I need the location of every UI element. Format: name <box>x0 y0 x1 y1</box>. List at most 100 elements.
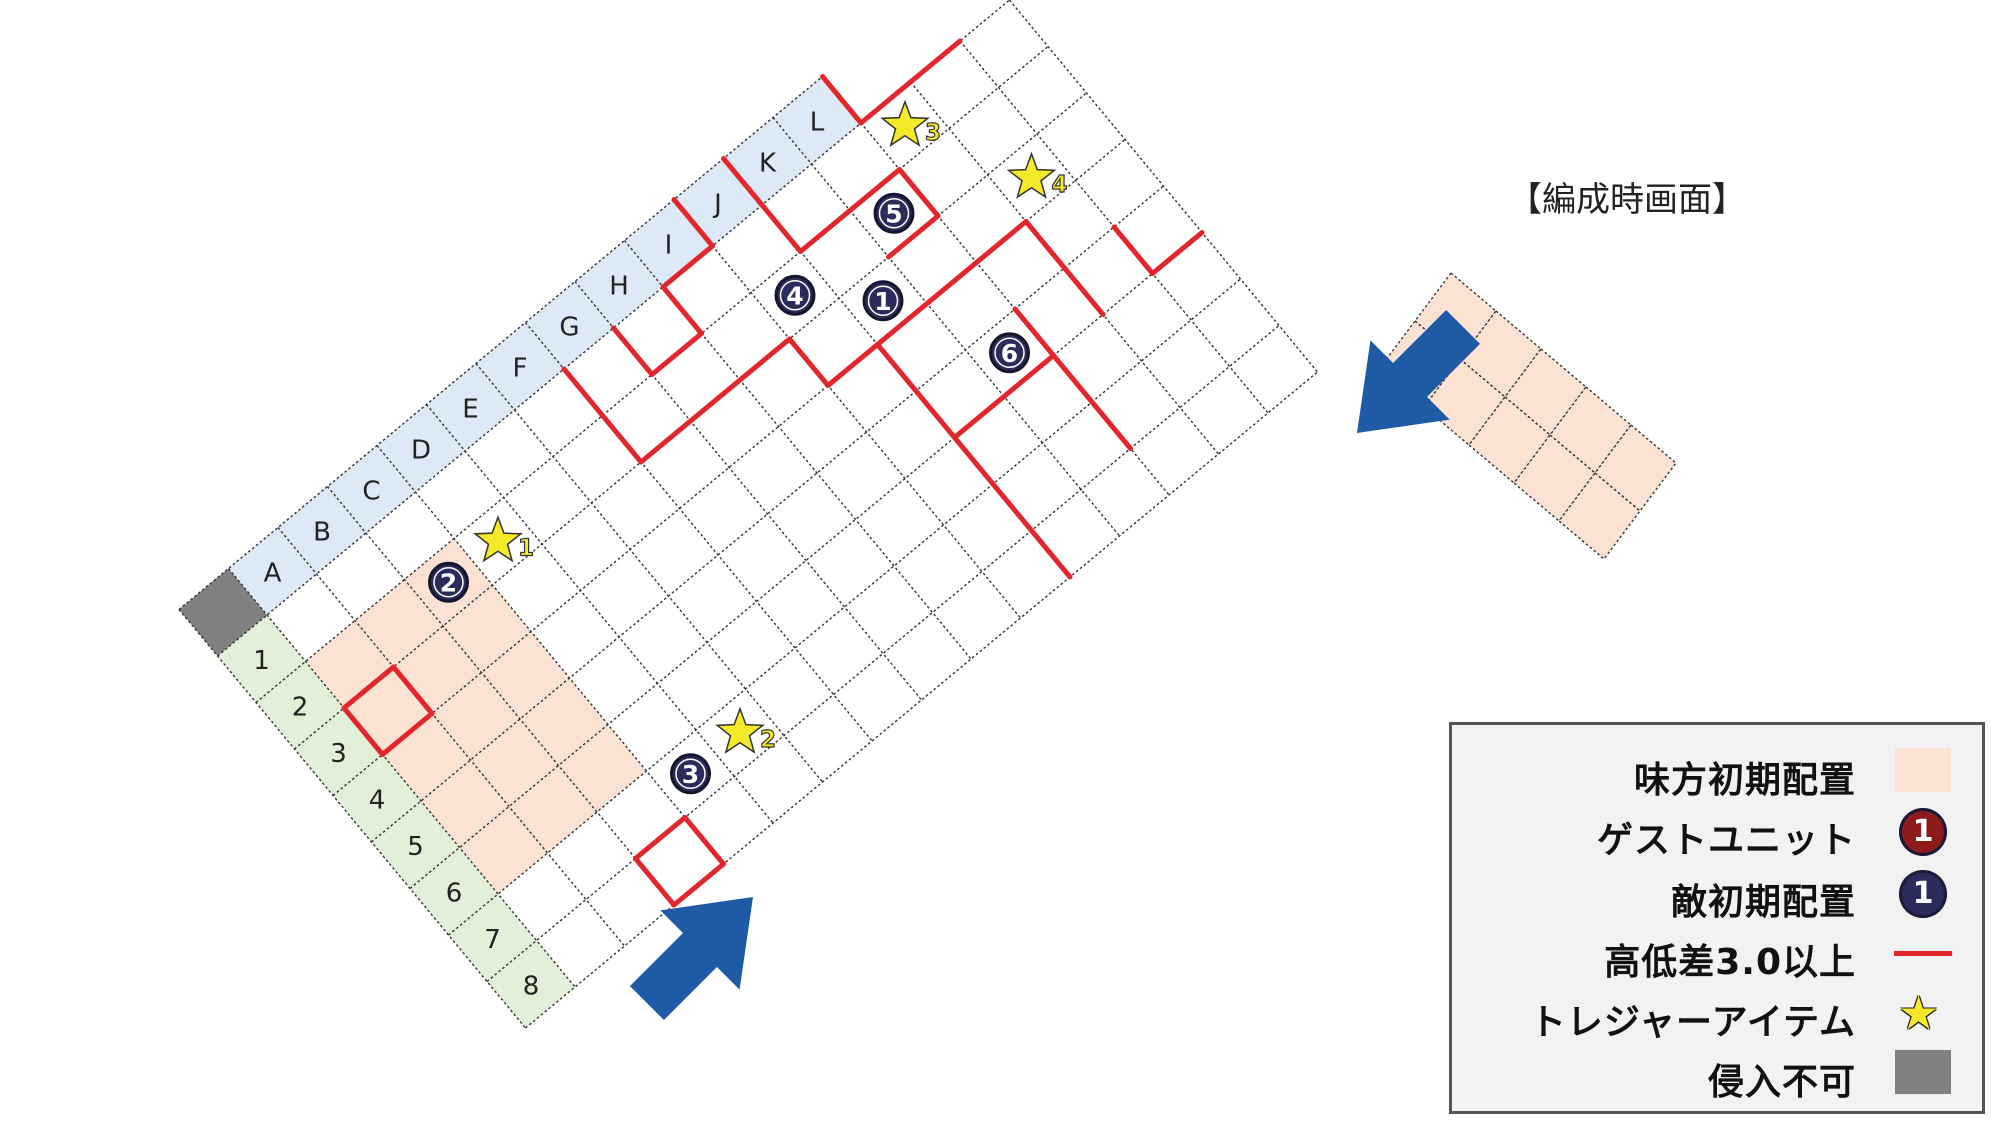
guest-badge-icon: 1 <box>1892 805 1952 861</box>
column-label: D <box>411 435 431 465</box>
row-header-cell <box>487 940 575 1028</box>
row-label: 3 <box>330 739 347 769</box>
grid-line <box>772 117 1121 537</box>
column-header-cell <box>278 486 366 574</box>
column-header-cell <box>575 240 663 328</box>
treasure-number: 4 <box>1051 172 1067 198</box>
grid-line <box>1008 0 1319 373</box>
column-label: H <box>609 271 629 301</box>
height-difference-line <box>649 331 704 377</box>
ally-area-swatch <box>1892 745 1952 801</box>
grid-line <box>326 486 675 906</box>
height-difference-line <box>787 336 831 388</box>
row-label: 7 <box>484 925 501 955</box>
row-header-cell <box>256 661 344 749</box>
row-header-cell <box>448 894 537 982</box>
enemy-number: 3 <box>682 760 699 789</box>
column-label: G <box>559 312 579 342</box>
treasure-number: 1 <box>518 535 534 561</box>
star-icon <box>880 99 930 147</box>
height-difference-line <box>1012 306 1056 358</box>
enemy-number: 1 <box>874 287 891 316</box>
height-difference-line <box>886 213 941 260</box>
formation-cell <box>1423 357 1506 447</box>
legend-row-height: 高低差3.0以上 <box>1452 927 1982 983</box>
height-difference-line <box>633 856 677 908</box>
height-line-icon <box>1892 927 1952 983</box>
height-difference-line <box>875 342 1073 580</box>
legend-label: トレジャーアイテム <box>1529 1002 1856 1043</box>
column-label: A <box>264 558 282 588</box>
height-difference-line <box>875 219 1029 347</box>
row-label: 6 <box>446 878 463 908</box>
formation-cell <box>1513 433 1596 523</box>
enemy-marker: 2 <box>428 561 469 603</box>
height-difference-line <box>341 705 385 757</box>
column-label: I <box>665 230 673 260</box>
treasure-marker: 2 <box>715 706 777 754</box>
legend-row-guest: ゲストユニット 1 <box>1452 805 1982 861</box>
legend-label: ゲストユニット <box>1596 820 1856 861</box>
entry-arrow-right <box>1357 309 1481 433</box>
map-legend: 味方初期配置 ゲストユニット 1 敵初期配置 1 高低差3.0以上 トレジャーア… <box>1449 722 1985 1114</box>
star-icon <box>715 706 765 754</box>
height-difference-line <box>1111 224 1155 276</box>
height-difference-line <box>660 284 704 336</box>
height-difference-line <box>897 167 941 219</box>
treasure-marker: 1 <box>473 515 535 563</box>
grid-line <box>178 609 527 1029</box>
enemy-marker: 6 <box>989 332 1030 374</box>
enemy-marker: 4 <box>774 274 816 316</box>
row-header-cell <box>333 754 421 842</box>
grid-line <box>486 324 1280 983</box>
height-difference-line <box>638 336 792 465</box>
height-difference-line <box>682 815 726 867</box>
row-header-cell <box>371 801 460 889</box>
height-difference-line <box>671 197 715 249</box>
column-label: B <box>313 517 331 547</box>
legend-label: 敵初期配置 <box>1670 882 1856 923</box>
column-label: L <box>810 107 825 137</box>
height-difference-line <box>1150 230 1205 276</box>
enemy-marker: 1 <box>862 280 904 322</box>
formation-screen-title: 【編成時画面】 <box>1508 180 1746 220</box>
enemy-number: 2 <box>440 568 457 597</box>
height-difference-line <box>633 815 688 861</box>
legend-row-ally-area: 味方初期配置 <box>1452 745 1982 801</box>
grid-line <box>178 75 823 611</box>
grid-line <box>409 231 1203 890</box>
legend-label: 味方初期配置 <box>1633 760 1856 801</box>
height-difference-line <box>759 202 803 254</box>
treasure-marker: 4 <box>1006 151 1068 199</box>
column-label: E <box>462 394 478 424</box>
column-label: J <box>712 189 722 219</box>
grid-line <box>821 76 1170 496</box>
height-difference-line <box>1023 219 1106 317</box>
row-header-cell <box>217 615 306 703</box>
height-difference-line <box>908 38 963 85</box>
column-header-cell <box>426 363 515 451</box>
height-difference-line <box>561 366 644 465</box>
height-difference-line <box>858 79 913 126</box>
legend-row-treasure: トレジャーアイテム ★ <box>1452 987 1982 1043</box>
legend-label: 侵入不可 <box>1707 1062 1856 1103</box>
height-difference-lines <box>341 38 1205 908</box>
legend-row-enemy: 敵初期配置 1 <box>1452 867 1982 923</box>
height-difference-line <box>825 342 880 388</box>
grid-line <box>371 185 1164 843</box>
treasure-marker: 3 <box>880 99 942 147</box>
grid-line <box>673 199 1022 619</box>
grid-line <box>425 404 774 824</box>
star-icon: ★ <box>1898 986 1940 1040</box>
star-icon <box>1006 151 1057 199</box>
legend-label: 高低差3.0以上 <box>1604 942 1856 983</box>
height-difference-line <box>820 74 864 126</box>
grid-line <box>376 445 725 865</box>
column-label: K <box>759 148 777 178</box>
column-header-cell <box>525 281 614 369</box>
entry-arrows <box>629 309 1481 1021</box>
height-difference-line <box>721 156 765 208</box>
